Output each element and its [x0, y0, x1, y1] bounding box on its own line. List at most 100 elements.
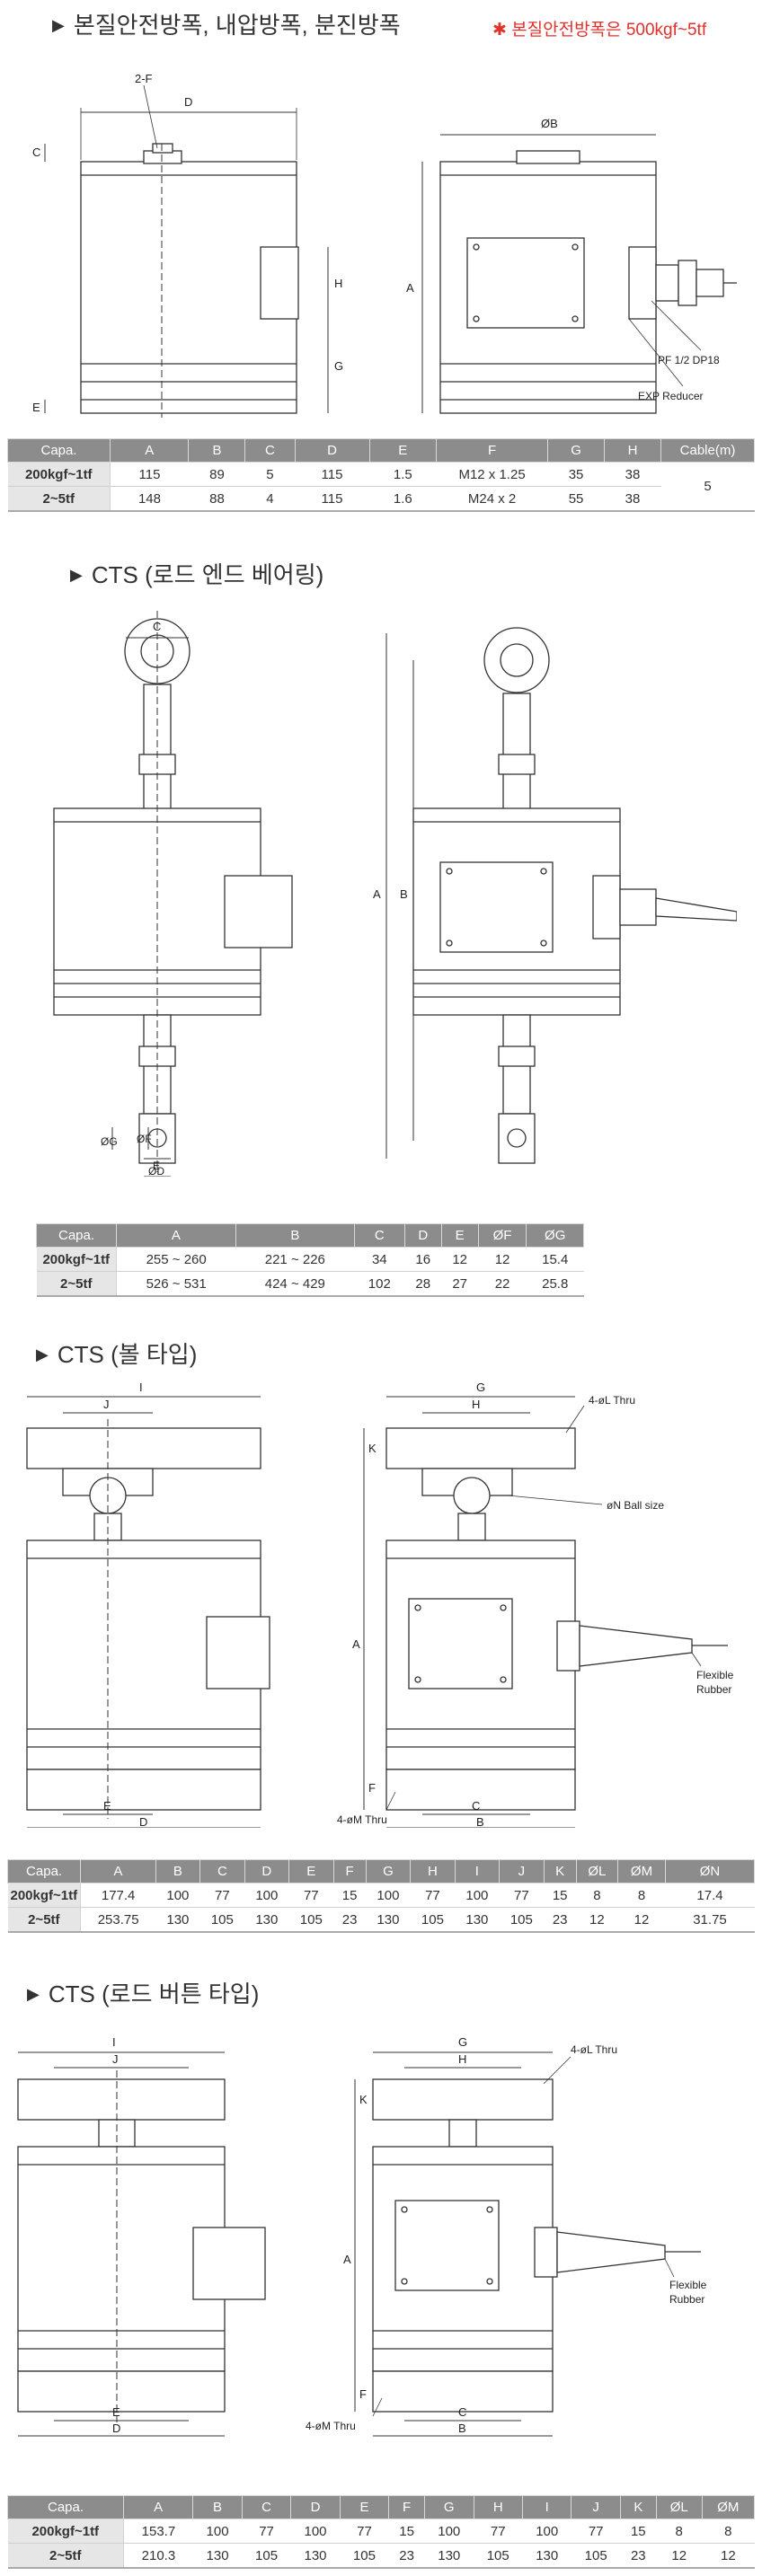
table-header-cell: D [403, 1223, 442, 1248]
label-k: K [359, 2093, 368, 2106]
triangle-bullet-icon: ▶ [36, 1345, 49, 1363]
table-cell: 130 [455, 1907, 500, 1933]
drawing-rod-end: C A B ØG ØF E ØD [53, 611, 737, 1177]
table-header-cell: ØM [701, 2495, 756, 2519]
label-b: B [458, 2422, 466, 2435]
table-row-header: 200kgf~1tf [7, 2519, 124, 2544]
table-cell: 526 ~ 531 [116, 1271, 236, 1297]
table-cell: 115 [295, 462, 370, 487]
table-cell: 23 [620, 2543, 657, 2569]
table-cell: 100 [290, 2519, 341, 2544]
table-header-cell: Capa. [6, 1859, 82, 1883]
table-header-cell: B [235, 1223, 355, 1248]
table-cell: 100 [155, 1883, 200, 1908]
label-c: C [32, 146, 40, 159]
table-cell: 77 [199, 1883, 245, 1908]
label-h: H [458, 2052, 466, 2066]
label-c: C [458, 2405, 466, 2419]
label-c: C [472, 1799, 480, 1813]
label-k: K [368, 1442, 377, 1455]
table-row: 200kgf~1tf 177.4 100 77 100 77 15 100 77… [7, 1883, 755, 1908]
label-d: D [184, 95, 192, 109]
table-cell: 77 [571, 2519, 621, 2544]
section-title-text: CTS (로드 엔드 베어링) [91, 561, 324, 588]
table-cell: 23 [544, 1907, 577, 1933]
table-cell: 12 [478, 1247, 527, 1272]
table-row: 200kgf~1tf 153.7 100 77 100 77 15 100 77… [7, 2519, 755, 2544]
triangle-bullet-icon: ▶ [70, 566, 83, 584]
table-header-row: Capa. A B C D E ØF ØG [36, 1223, 584, 1248]
table-cell: 27 [441, 1271, 479, 1297]
label-a: A [406, 281, 414, 295]
table-cell: 77 [499, 1883, 545, 1908]
table-header-cell: F [332, 1859, 367, 1883]
table-row: 2~5tf 210.3 130 105 130 105 23 130 105 1… [7, 2543, 755, 2569]
table-row-header: 2~5tf [7, 486, 111, 512]
table-header-cell: E [288, 1859, 334, 1883]
intrinsic-safety-note: ✱ 본질안전방폭은 500kgf~5tf [492, 21, 707, 40]
table-header-cell: D [244, 1859, 290, 1883]
table-cell: 130 [244, 1907, 289, 1933]
table-header-cell: D [294, 438, 370, 463]
label-four-m: 4-øM Thru [306, 2420, 356, 2432]
table-header-cell: A [80, 1859, 156, 1883]
spec-table-ball-type: Capa. A B C D E F G H I J K ØL ØM ØN 200… [6, 1859, 755, 1933]
label-2f: 2-F [135, 72, 153, 85]
spec-table-load-button: Capa. A B C D E F G H I J K ØL ØM 200kgf… [7, 2495, 756, 2569]
section-title-text: CTS (로드 버튼 타입) [48, 1981, 260, 2007]
label-rubber: Rubber [669, 2293, 704, 2306]
label-g: G [334, 359, 343, 373]
table-row: 2~5tf 148 88 4 115 1.6 M24 x 2 55 38 [7, 486, 755, 512]
table-cell: 22 [478, 1271, 527, 1297]
table-cell: 34 [354, 1247, 405, 1272]
table-cell: M12 x 1.25 [436, 462, 548, 487]
label-h: H [334, 277, 342, 290]
table-header-cell: F [436, 438, 549, 463]
table-cell: 35 [547, 462, 605, 487]
label-g: G [458, 2035, 467, 2049]
label-a: A [373, 887, 381, 901]
table-cell: 38 [604, 486, 661, 512]
table-header-cell: B [155, 1859, 201, 1883]
table-header-cell: Capa. [7, 2495, 124, 2519]
table-cell: 28 [404, 1271, 442, 1297]
table-header-cell: ØL [655, 2495, 703, 2519]
table-row-header: 200kgf~1tf [36, 1247, 117, 1272]
label-d: D [139, 1815, 147, 1828]
table-cell: 1.6 [369, 486, 437, 512]
table-row-header: 2~5tf [7, 2543, 124, 2569]
triangle-bullet-icon: ▶ [52, 16, 65, 34]
table-cell: 105 [340, 2543, 389, 2569]
table-row: 200kgf~1tf 255 ~ 260 221 ~ 226 34 16 12 … [36, 1247, 584, 1272]
table-cell: 130 [522, 2543, 572, 2569]
table-cell: 5 [244, 462, 295, 487]
table-cell: 130 [155, 1907, 200, 1933]
table-cell: 130 [366, 1907, 411, 1933]
table-cell: 77 [474, 2519, 523, 2544]
table-cell: 89 [188, 462, 245, 487]
table-cell: 100 [424, 2519, 474, 2544]
drawing-load-button: I J G H 4-øL Thru K A Flexible Rubber F … [17, 2035, 707, 2437]
label-i: I [139, 1381, 143, 1394]
table-cell: 424 ~ 429 [235, 1271, 355, 1297]
table-cell: 102 [354, 1271, 405, 1297]
table-cell: 77 [288, 1883, 334, 1908]
label-j: J [103, 1398, 110, 1411]
label-e: E [32, 401, 40, 414]
table-cell: 130 [290, 2543, 341, 2569]
table-cell: 25.8 [526, 1271, 584, 1297]
spec-table-rod-end: Capa. A B C D E ØF ØG 200kgf~1tf 255 ~ 2… [36, 1223, 584, 1297]
table-cell: 17.4 [665, 1883, 755, 1908]
label-b: B [400, 887, 408, 901]
table-header-row: Capa. A B C D E F G H I J K ØL ØM [7, 2495, 756, 2519]
table-cell: 77 [410, 1883, 456, 1908]
table-cell: 8 [702, 2519, 755, 2544]
label-phi-g: ØG [101, 1135, 118, 1148]
label-flexible: Flexible [669, 2279, 707, 2291]
table-cell: 153.7 [123, 2519, 193, 2544]
label-j: J [112, 2052, 119, 2066]
table-header-cell: G [365, 1859, 412, 1883]
table-header-cell: B [192, 2495, 243, 2519]
table-cell: 4 [244, 486, 295, 512]
table-cell: 177.4 [80, 1883, 156, 1908]
